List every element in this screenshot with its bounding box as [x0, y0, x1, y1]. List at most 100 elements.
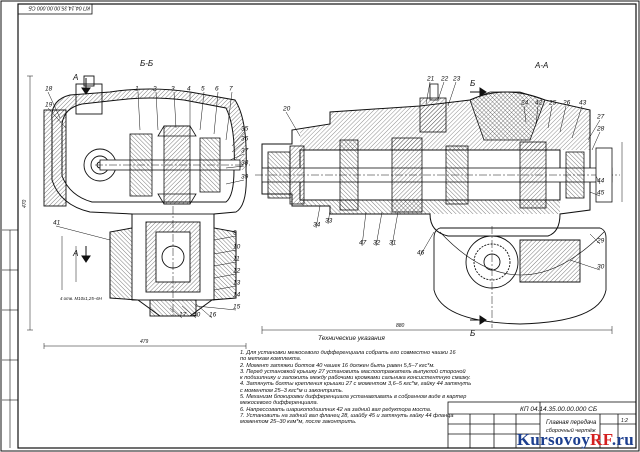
tech-notes: 1. Для установки межосевого дифференциал…	[240, 350, 471, 426]
callout-leader	[137, 91, 141, 131]
cut-b-arrows	[470, 87, 487, 325]
callout-leader	[169, 307, 183, 319]
callout-number: 26	[562, 100, 571, 107]
callout-leader	[315, 205, 321, 229]
callout-leader	[595, 175, 601, 185]
callout-number: 40	[193, 312, 201, 319]
callout-leader	[361, 211, 367, 247]
callout-number: 46	[417, 250, 425, 257]
cut-a-bottom: А	[72, 249, 78, 258]
cut-b-bottom: Б	[470, 329, 475, 338]
callout-leader	[213, 273, 237, 279]
aa-bevel-gear	[469, 91, 546, 141]
callout-leader	[589, 191, 601, 197]
callout-leader	[199, 91, 205, 131]
aa-ring-gear	[433, 226, 607, 328]
callout-number: 30	[597, 264, 605, 271]
callout-leader	[213, 285, 237, 291]
callout-leader	[213, 249, 237, 255]
tech-note-line: 7. Установить на задний вал фланец 28, ш…	[240, 412, 454, 419]
callout-number: 12	[233, 268, 241, 275]
callout-leader	[213, 235, 237, 241]
callout-leader	[535, 105, 539, 125]
callout-number: 18	[45, 86, 53, 93]
callout-number: 6	[215, 86, 219, 93]
tech-note-line: 5. Механизм блокировки дифференциала уст…	[240, 394, 467, 401]
aa-hatch-bottom	[300, 200, 560, 214]
tech-note-line: межосевого дифференциала.	[240, 400, 319, 407]
callout-number: 5	[201, 86, 205, 93]
callout-leader	[425, 81, 431, 105]
callout-number: 23	[452, 76, 461, 83]
callout-leader	[55, 225, 111, 241]
title-block-sheet: 1:2	[621, 418, 628, 424]
callout-number: 15	[233, 304, 241, 311]
cut-a-arrows	[81, 78, 91, 263]
left-margin-table	[2, 229, 18, 448]
callout-leader	[47, 91, 61, 119]
title-block	[447, 401, 637, 449]
callout-leader	[229, 153, 245, 161]
callout-leader	[231, 141, 245, 153]
callout-number: 27	[596, 114, 605, 121]
callout-number: 24	[520, 100, 529, 107]
callout-leader	[591, 131, 601, 151]
callout-number: 10	[233, 244, 241, 251]
callout-leader	[437, 81, 445, 101]
callout-leader	[589, 233, 601, 245]
callout-leader	[327, 209, 331, 225]
section-aa-title: А-А	[534, 61, 548, 70]
dim-height-bb: 470	[22, 199, 28, 208]
tech-note-line: 6. Напрессовать шарикоподшипник 42 на за…	[240, 406, 432, 413]
callout-leader	[391, 211, 399, 247]
title-block-subtitle: сборочный чертёж	[546, 427, 596, 434]
dim-width-bb: 479	[140, 339, 149, 345]
callout-number: 14	[233, 292, 241, 299]
aa-shaft	[255, 83, 620, 213]
callout-number: 43	[579, 100, 587, 107]
callout-leader	[155, 91, 159, 131]
callout-number: 44	[597, 178, 605, 185]
callout-number: 33	[325, 218, 333, 225]
callout-leader	[225, 179, 245, 185]
callout-number: 39	[241, 174, 249, 181]
cut-a-top: А	[72, 73, 78, 82]
bb-shaft	[95, 125, 250, 205]
callout-leader	[571, 105, 583, 139]
callout-number: 47	[359, 240, 367, 247]
callout-leader	[569, 259, 601, 271]
callout-number: 21	[426, 76, 435, 83]
callout-number: 25	[548, 100, 557, 107]
callout-leader	[447, 81, 457, 107]
callout-number: 31	[389, 240, 397, 247]
callout-number: 34	[313, 222, 321, 229]
callout-leader	[195, 303, 213, 319]
inner-frame	[17, 3, 637, 449]
bb-dimensions	[27, 75, 247, 349]
callout-number: 2	[152, 86, 157, 93]
callout-leader	[559, 105, 567, 133]
callout-leader	[213, 91, 219, 135]
callout-number: 7	[229, 86, 233, 93]
callout-number: 13	[233, 280, 241, 287]
callout-number: 29	[596, 238, 605, 245]
tech-note-line: 3. Перед установкой крышку 27 установить…	[240, 368, 466, 375]
callout-number: 22	[440, 76, 449, 83]
callout-leader	[181, 305, 197, 319]
callout-number: 36	[241, 136, 249, 143]
dim-side-note: 4 отв. M10x1,25–6H	[60, 296, 103, 301]
cut-b-top: Б	[470, 79, 475, 88]
callout-leader	[231, 131, 245, 147]
callout-leader	[213, 261, 237, 267]
tech-note-line: 1. Для установки межосевого дифференциал…	[240, 350, 456, 356]
callout-number: 16	[209, 312, 217, 319]
bb-differential	[131, 206, 215, 317]
callout-leader	[547, 105, 553, 129]
tech-note-line: 2. Момент затяжки болтов 40 чашек 16 дол…	[240, 362, 435, 369]
aa-dimensions	[261, 142, 623, 334]
callout-leader	[523, 105, 527, 123]
callout-number: 11	[233, 256, 240, 263]
